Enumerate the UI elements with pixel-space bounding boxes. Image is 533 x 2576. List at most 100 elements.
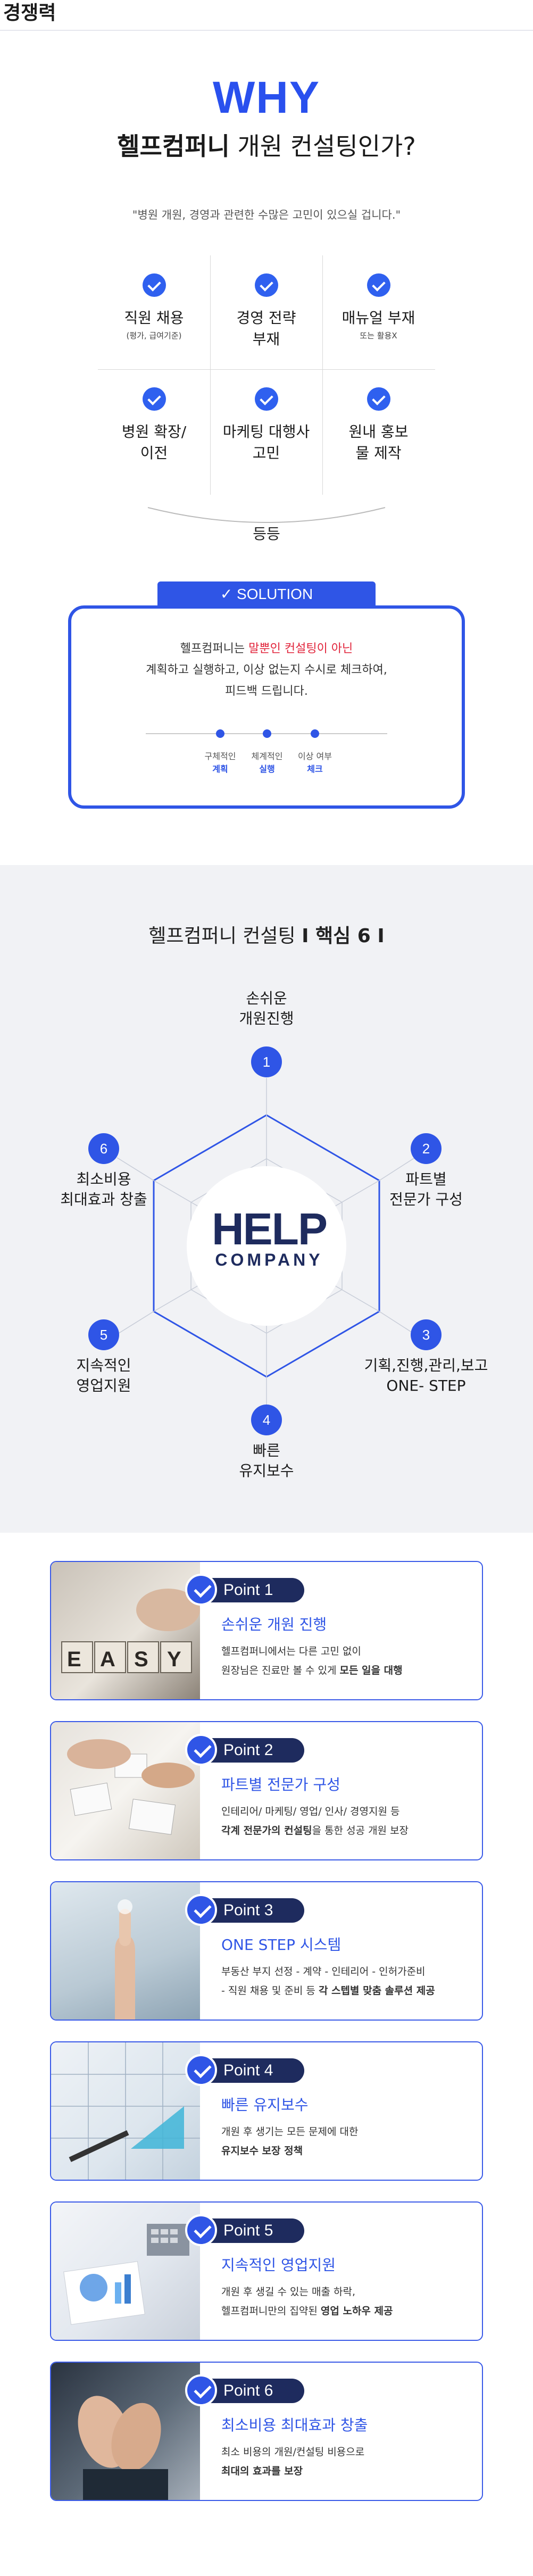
grid-divider <box>210 255 211 495</box>
center-circle <box>187 1166 346 1326</box>
point-desc-line: 최소 비용의 개원/컨설팅 비용으로 <box>221 2446 365 2458</box>
point-desc-text: 헬프컴퍼니만의 집약된 <box>221 2305 321 2317</box>
point-desc-line: - 직원 채용 및 준비 등 각 스텝별 맞춤 솔루션 제공 <box>221 1981 477 2000</box>
problem-title: 원내 홍보물 제작 <box>348 423 409 462</box>
check-icon <box>367 273 390 297</box>
core-node-3: 3 <box>411 1319 442 1350</box>
point-title: 빠른 유지보수 <box>221 2096 309 2114</box>
meeting-hands-illustration <box>67 1739 195 1835</box>
core-node-line: 손쉬운 <box>246 990 287 1007</box>
core-node-label: 손쉬운 개원진행 <box>187 988 346 1029</box>
check-icon <box>142 387 166 411</box>
core-node-line: 파트별 <box>405 1170 447 1188</box>
problem-item: 직원 채용 (평가, 급여기준) <box>98 255 210 372</box>
point-desc-bold: 유지보수 보장 정책 <box>221 2145 303 2157</box>
point-desc-line: 헬프컴퍼니만의 집약된 영업 노하우 제공 <box>221 2301 477 2321</box>
grid-divider <box>322 255 323 495</box>
core-node-line: 기획,진행,관리,보고 <box>364 1357 488 1374</box>
point-desc-line: 부동산 부지 선정 - 계약 - 인테리어 - 인허가준비 <box>221 1966 426 1977</box>
problem-grid: 직원 채용 (평가, 급여기준) 경영 전략 부재 매뉴얼 부재 또는 활용X … <box>98 255 435 495</box>
core-node-2: 2 <box>411 1133 442 1164</box>
core-node-line: ONE- STEP <box>386 1377 466 1394</box>
point-card: Point 4 빠른 유지보수 개원 후 생기는 모든 문제에 대한 유지보수 … <box>50 2041 483 2181</box>
section-label: 경쟁력 <box>3 2 56 24</box>
check-icon <box>185 2374 217 2406</box>
point-card: Point 6 최소비용 최대효과 창출 최소 비용의 개원/컨설팅 비용으로 … <box>50 2362 483 2501</box>
point-desc-bold: 최대의 효과를 보장 <box>221 2465 303 2477</box>
point-image <box>51 2363 200 2500</box>
point-card: Point 2 파트별 전문가 구성 인테리어/ 마케팅/ 영업/ 인사/ 경영… <box>50 1721 483 1860</box>
solution-step-bottom: 체크 <box>307 764 323 774</box>
problem-title: 마케팅 대행사 고민 <box>222 423 310 462</box>
problem-title: 직원 채용 <box>124 309 184 327</box>
solution-dot <box>263 729 271 738</box>
check-icon <box>185 1734 217 1766</box>
point-title: 지속적인 영업지원 <box>221 2256 336 2274</box>
node-connectors <box>116 1078 415 1418</box>
easy-letter: Y <box>167 1648 181 1671</box>
solution-step-bottom: 실행 <box>259 764 275 774</box>
core-node-5: 5 <box>88 1319 119 1350</box>
why-title: WHY <box>213 72 320 122</box>
hero-subtitle: 헬프컴퍼니 개원 컨설팅인가? <box>0 130 533 162</box>
hero-quote: "병원 개원, 경영과 관련한 수많은 고민이 있으실 겁니다." <box>132 209 401 221</box>
core-node-6: 6 <box>88 1133 119 1164</box>
problem-sub: (평가, 급여기준) <box>126 331 182 340</box>
point-card: Point 3 ONE STEP 시스템 부동산 부지 선정 - 계약 - 인테… <box>50 1881 483 2021</box>
point-desc-line: 개원 후 생기는 모든 문제에 대한 <box>221 2126 359 2138</box>
solution-line1-pre: 헬프컴퍼니는 <box>180 642 249 655</box>
point-desc: 인테리어/ 마케팅/ 영업/ 인사/ 경영지원 등 각계 전문가의 컨설팅을 통… <box>221 1802 477 1840</box>
solution-step-top: 체계적인 <box>251 751 283 761</box>
check-icon <box>367 387 390 411</box>
easy-letter: E <box>67 1648 81 1671</box>
solution-dot <box>311 729 319 738</box>
solution-line: 계획하고 실행하고, 이상 없는지 수시로 체크하여, <box>146 663 387 677</box>
finger-touch-illustration <box>115 1899 135 2020</box>
check-icon <box>142 273 166 297</box>
point-desc-line: 인테리어/ 마케팅/ 영업/ 인사/ 경영지원 등 <box>221 1806 400 1817</box>
point-desc-line: 최대의 효과를 보장 <box>221 2462 477 2481</box>
core-node-4: 4 <box>251 1405 282 1435</box>
problem-item: 마케팅 대행사 고민 <box>210 369 322 486</box>
solution-line: 피드백 드립니다. <box>225 685 308 698</box>
core-title: 헬프컴퍼니 컨설팅 I 핵심 6 I <box>0 920 533 948</box>
core-node-line: 유지보수 <box>239 1462 294 1480</box>
core-node-line: 지속적인 <box>76 1357 131 1374</box>
core-node-line: 전문가 구성 <box>389 1191 463 1208</box>
core-node-label: 파트별 전문가 구성 <box>346 1169 506 1210</box>
problem-sub: 또는 활용X <box>360 331 397 340</box>
blueprint-illustration <box>51 2042 200 2180</box>
point-desc-line: 헬프컴퍼니에서는 다른 고민 없이 <box>221 1646 361 1657</box>
solution-step-bottom: 계획 <box>212 764 228 774</box>
point-desc-bold: 각 스텝별 맞춤 솔루션 제공 <box>318 1985 435 1997</box>
problem-item: 경영 전략 부재 <box>210 255 322 372</box>
check-icon <box>185 1894 217 1926</box>
solution-step: 체계적인 실행 <box>235 750 299 776</box>
solution-tab: ✓ SOLUTION <box>157 581 376 607</box>
check-icon <box>254 387 278 411</box>
problem-title: 매뉴얼 부재 <box>342 309 415 327</box>
point-desc: 헬프컴퍼니에서는 다른 고민 없이 원장님은 진료만 볼 수 있게 모든 일을 … <box>221 1642 477 1680</box>
problem-title: 병원 확장/이전 <box>121 423 187 462</box>
point-image <box>51 1722 200 1859</box>
point-title: 손쉬운 개원 진행 <box>221 1616 327 1633</box>
point-card: Point 5 지속적인 영업지원 개원 후 생길 수 있는 매출 하락, 헬프… <box>50 2201 483 2341</box>
etc-curve <box>147 507 386 523</box>
point-desc-text: 을 통한 성공 개원 보장 <box>312 1825 409 1837</box>
solution-step: 이상 여부 체크 <box>283 750 347 776</box>
problem-title: 경영 전략 부재 <box>236 309 296 348</box>
point-image: E A S Y <box>51 1562 200 1699</box>
solution-box: 헬프컴퍼니는 말뿐인 컨설팅이 아닌 계획하고 실행하고, 이상 없는지 수시로… <box>68 605 465 809</box>
point-card: E A S Y Point 1 손쉬운 개원 진행 헬프컴퍼니에서는 다른 고민… <box>50 1561 483 1700</box>
core-node-line: 빠른 <box>253 1442 280 1459</box>
core-node-label: 빠른 유지보수 <box>187 1441 346 1481</box>
point-desc-line: 유지보수 보장 정책 <box>221 2141 477 2160</box>
solution-text: 헬프컴퍼니는 말뿐인 컨설팅이 아닌 계획하고 실행하고, 이상 없는지 수시로… <box>71 638 462 702</box>
core-hexagon-diagram <box>116 1078 415 1418</box>
help-logo-text: HELP <box>211 1204 328 1254</box>
grid-divider <box>98 369 435 370</box>
core-node-line: 최소비용 <box>76 1170 131 1188</box>
point-image <box>51 1882 200 2020</box>
point-title: ONE STEP 시스템 <box>221 1936 342 1954</box>
point-image <box>51 2042 200 2180</box>
